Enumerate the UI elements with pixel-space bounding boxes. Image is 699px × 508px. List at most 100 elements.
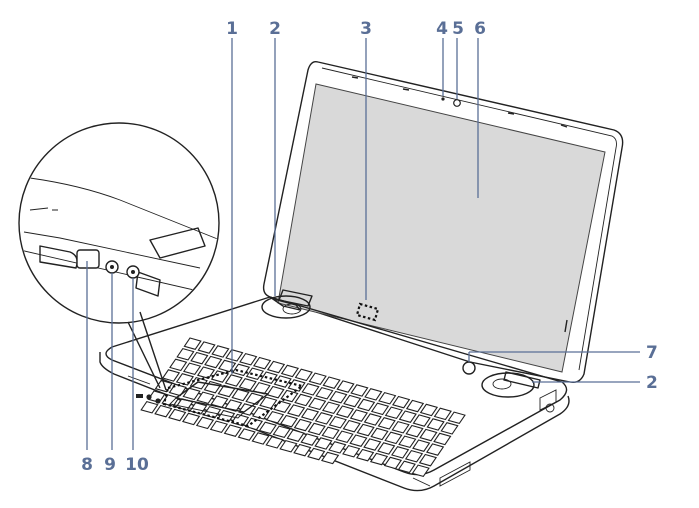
keyboard-key <box>258 421 277 435</box>
keyboard-key <box>378 391 397 405</box>
keyboard-key <box>335 430 354 444</box>
keyboard-key <box>405 399 425 413</box>
keyboard-key <box>266 385 285 399</box>
magnified-detail <box>18 122 220 324</box>
keyboard-key <box>412 439 431 452</box>
keyboard-key <box>266 360 286 374</box>
keyboard-key <box>286 429 305 442</box>
keyboard-key <box>181 412 201 426</box>
keyboard-key <box>419 428 438 442</box>
webcam-icon <box>453 99 461 107</box>
keyboard-key <box>369 452 389 466</box>
keyboard-key <box>245 367 265 381</box>
keyboard-key <box>377 442 396 455</box>
callout-10: 10 <box>125 455 149 475</box>
keyboard-key <box>397 460 416 474</box>
keyboard-key <box>343 394 362 408</box>
keyboard-key <box>168 408 187 422</box>
keyboard-key <box>404 449 424 463</box>
keyboard-key <box>231 388 250 402</box>
keyboard-key <box>322 376 341 389</box>
keyboard-key <box>182 362 202 376</box>
keyboard-key <box>238 378 257 391</box>
keyboard-key <box>273 400 292 413</box>
keyboard-key <box>370 402 390 416</box>
keyboard-key <box>273 375 292 388</box>
callout-3: 3 <box>360 19 372 39</box>
keyboard-key <box>329 390 348 404</box>
keyboard-key <box>412 414 431 427</box>
keyboard-key <box>294 393 313 407</box>
keyboard-key <box>398 410 417 423</box>
keyboard-key <box>279 414 299 428</box>
palmrest-highlight <box>162 368 305 428</box>
speaker-left <box>261 289 313 319</box>
callout-8: 8 <box>81 455 93 475</box>
keyboard-key <box>370 427 389 441</box>
keyboard-key <box>363 438 382 451</box>
laptop-lid <box>262 60 624 384</box>
keyboard-key <box>210 370 230 383</box>
side-port-marks <box>136 394 161 404</box>
touchpad <box>169 381 269 419</box>
keyboard-key <box>154 404 173 418</box>
keyboard-key <box>300 408 320 421</box>
keyboard-key <box>211 345 230 358</box>
keyboard-key <box>377 417 396 430</box>
callout-2-top: 2 <box>269 19 281 39</box>
keyboard-key <box>224 374 243 387</box>
keyboard-key <box>350 384 369 397</box>
keyboard-key <box>320 451 340 465</box>
power-button-icon <box>462 361 476 375</box>
keyboard-key <box>426 418 445 431</box>
leader-lines <box>86 38 640 450</box>
keyboard-key <box>315 386 334 400</box>
keyboard-key <box>244 417 264 431</box>
keyboard-key <box>140 400 159 414</box>
keyboard-key <box>335 405 355 418</box>
keyboard-key <box>307 447 326 461</box>
keyboard-key <box>175 373 195 386</box>
keyboard-key <box>405 424 424 438</box>
keyboard-key <box>169 358 188 372</box>
keyboard-key <box>287 379 306 392</box>
keyboard-key <box>182 387 201 401</box>
keyboard <box>140 337 466 478</box>
keyboard-key <box>336 380 355 393</box>
keyboard-key <box>433 407 452 421</box>
callout-9: 9 <box>104 455 116 475</box>
keyboard-key <box>251 432 270 445</box>
keyboard-key <box>294 368 313 382</box>
keyboard-key <box>398 435 417 449</box>
keyboard-key <box>425 443 445 456</box>
keyboard-key <box>419 403 439 417</box>
keyboard-key <box>197 341 216 354</box>
keyboard-key <box>245 392 264 406</box>
keyboard-key <box>265 436 284 449</box>
keyboard-key <box>390 446 410 459</box>
keyboard-key <box>286 404 306 417</box>
bezel-details <box>351 76 568 333</box>
keyboard-key <box>433 432 452 446</box>
keyboard-key <box>391 420 410 434</box>
keyboard-key <box>209 420 229 434</box>
keyboard-key <box>411 464 430 478</box>
keyboard-key <box>384 406 404 420</box>
keyboard-key <box>363 413 382 426</box>
callout-labels: 1 2 3 4 5 6 7 2 8 9 10 <box>81 19 658 475</box>
keyboard-key <box>447 411 466 425</box>
keyboard-key <box>265 410 285 424</box>
keyboard-key <box>355 448 375 462</box>
keyboard-key <box>383 456 403 470</box>
keyboard-key <box>307 422 326 436</box>
keyboard-key <box>272 425 291 439</box>
callout-1: 1 <box>226 19 238 39</box>
keyboard-key <box>195 416 215 430</box>
keyboard-key <box>440 422 459 435</box>
keyboard-key <box>204 355 223 369</box>
keyboard-key <box>328 415 347 429</box>
display-panel <box>277 83 606 373</box>
keyboard-key <box>183 337 202 350</box>
keyboard-key <box>280 389 299 403</box>
